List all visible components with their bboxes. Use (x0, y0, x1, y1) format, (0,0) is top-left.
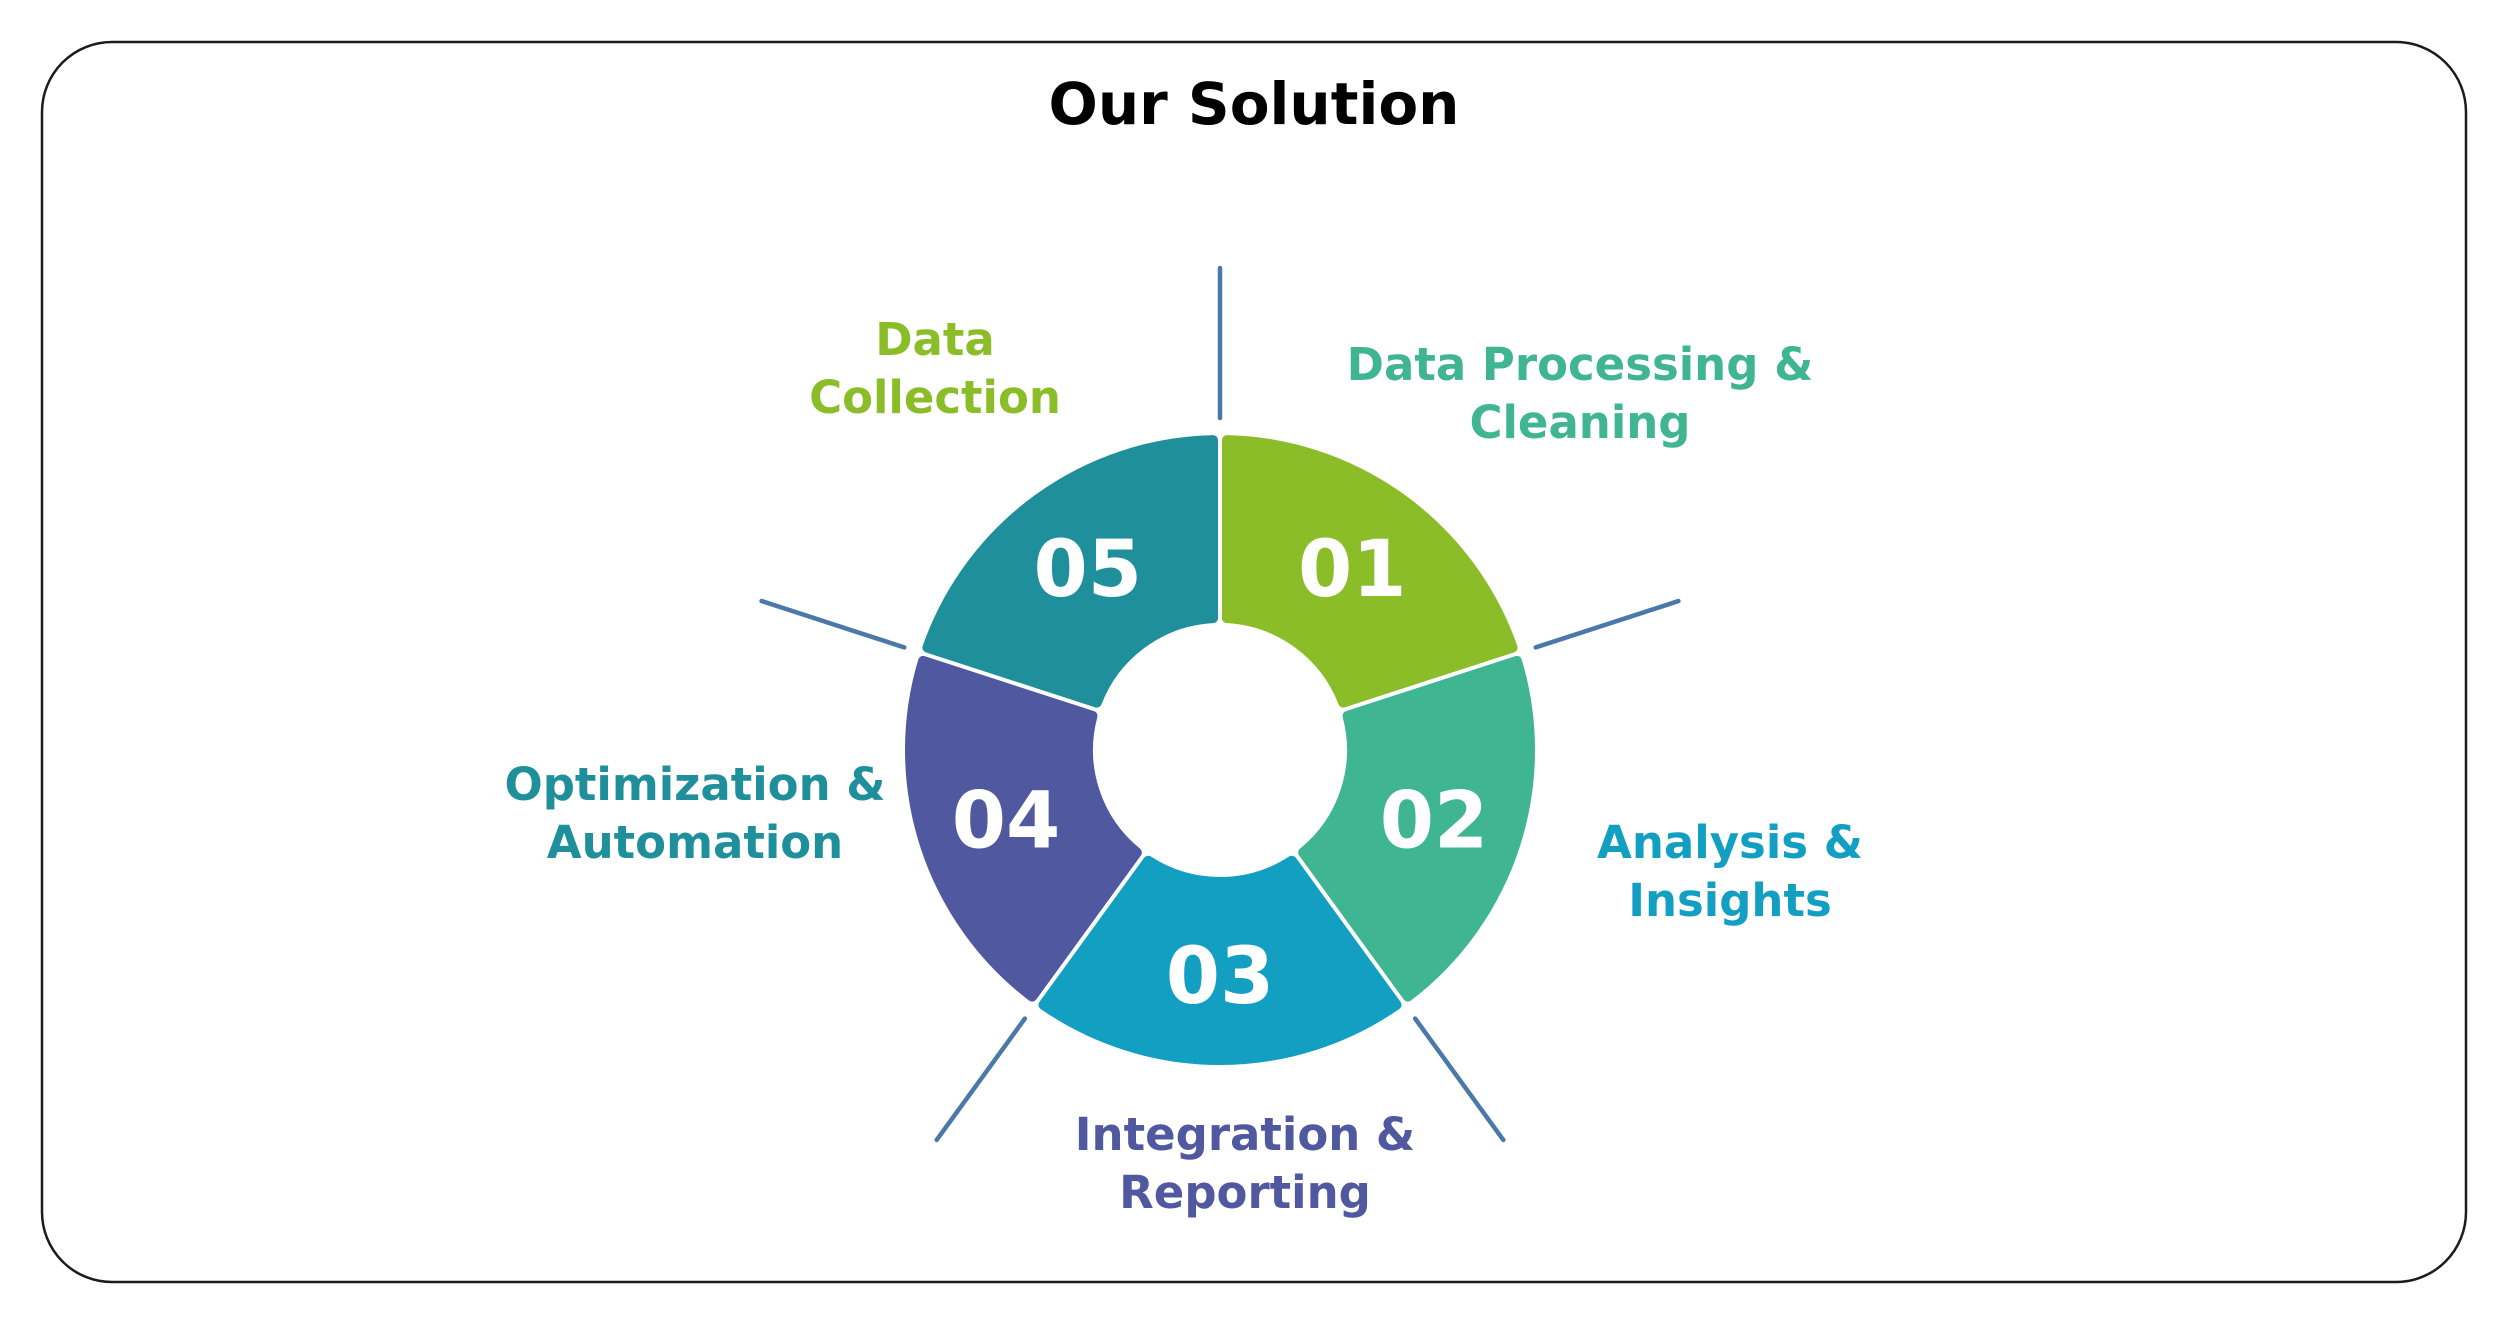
step-label-line: Data (875, 313, 995, 366)
step-label-line: Optimization & (504, 758, 885, 811)
step-label-02: Data Processing &Cleaning (1347, 338, 1814, 449)
step-label-line: Analysis & (1597, 816, 1863, 869)
step-label-line: Collection (809, 371, 1061, 424)
step-label-line: Insights (1628, 874, 1832, 927)
step-label-05: Optimization &Automation (504, 758, 885, 869)
step-label-line: Cleaning (1469, 396, 1690, 449)
step-number-03: 03 (1166, 932, 1275, 1022)
step-label-line: Integration & (1075, 1108, 1415, 1161)
segment-05 (922, 435, 1218, 708)
step-label-03: Analysis &Insights (1597, 816, 1863, 927)
card-frame (40, 40, 2468, 1284)
step-label-line: Data Processing & (1347, 338, 1814, 391)
step-number-05: 05 (1033, 525, 1142, 615)
divider-line (934, 1016, 1028, 1143)
segment-03 (1038, 855, 1402, 1066)
step-label-04: Integration &Reporting (1075, 1108, 1415, 1219)
divider-line (1412, 1016, 1506, 1143)
segment-02 (1298, 655, 1535, 1002)
step-label-line: Reporting (1119, 1166, 1371, 1219)
divider-line (1533, 598, 1681, 650)
step-number-04: 04 (952, 777, 1061, 867)
divider-line (759, 598, 907, 650)
page-title: Our Solution (1049, 70, 1460, 138)
step-number-01: 01 (1298, 525, 1407, 615)
segment-04 (905, 655, 1142, 1002)
step-label-line: Automation (547, 816, 843, 869)
step-number-02: 02 (1380, 777, 1489, 867)
segment-01 (1222, 435, 1518, 708)
